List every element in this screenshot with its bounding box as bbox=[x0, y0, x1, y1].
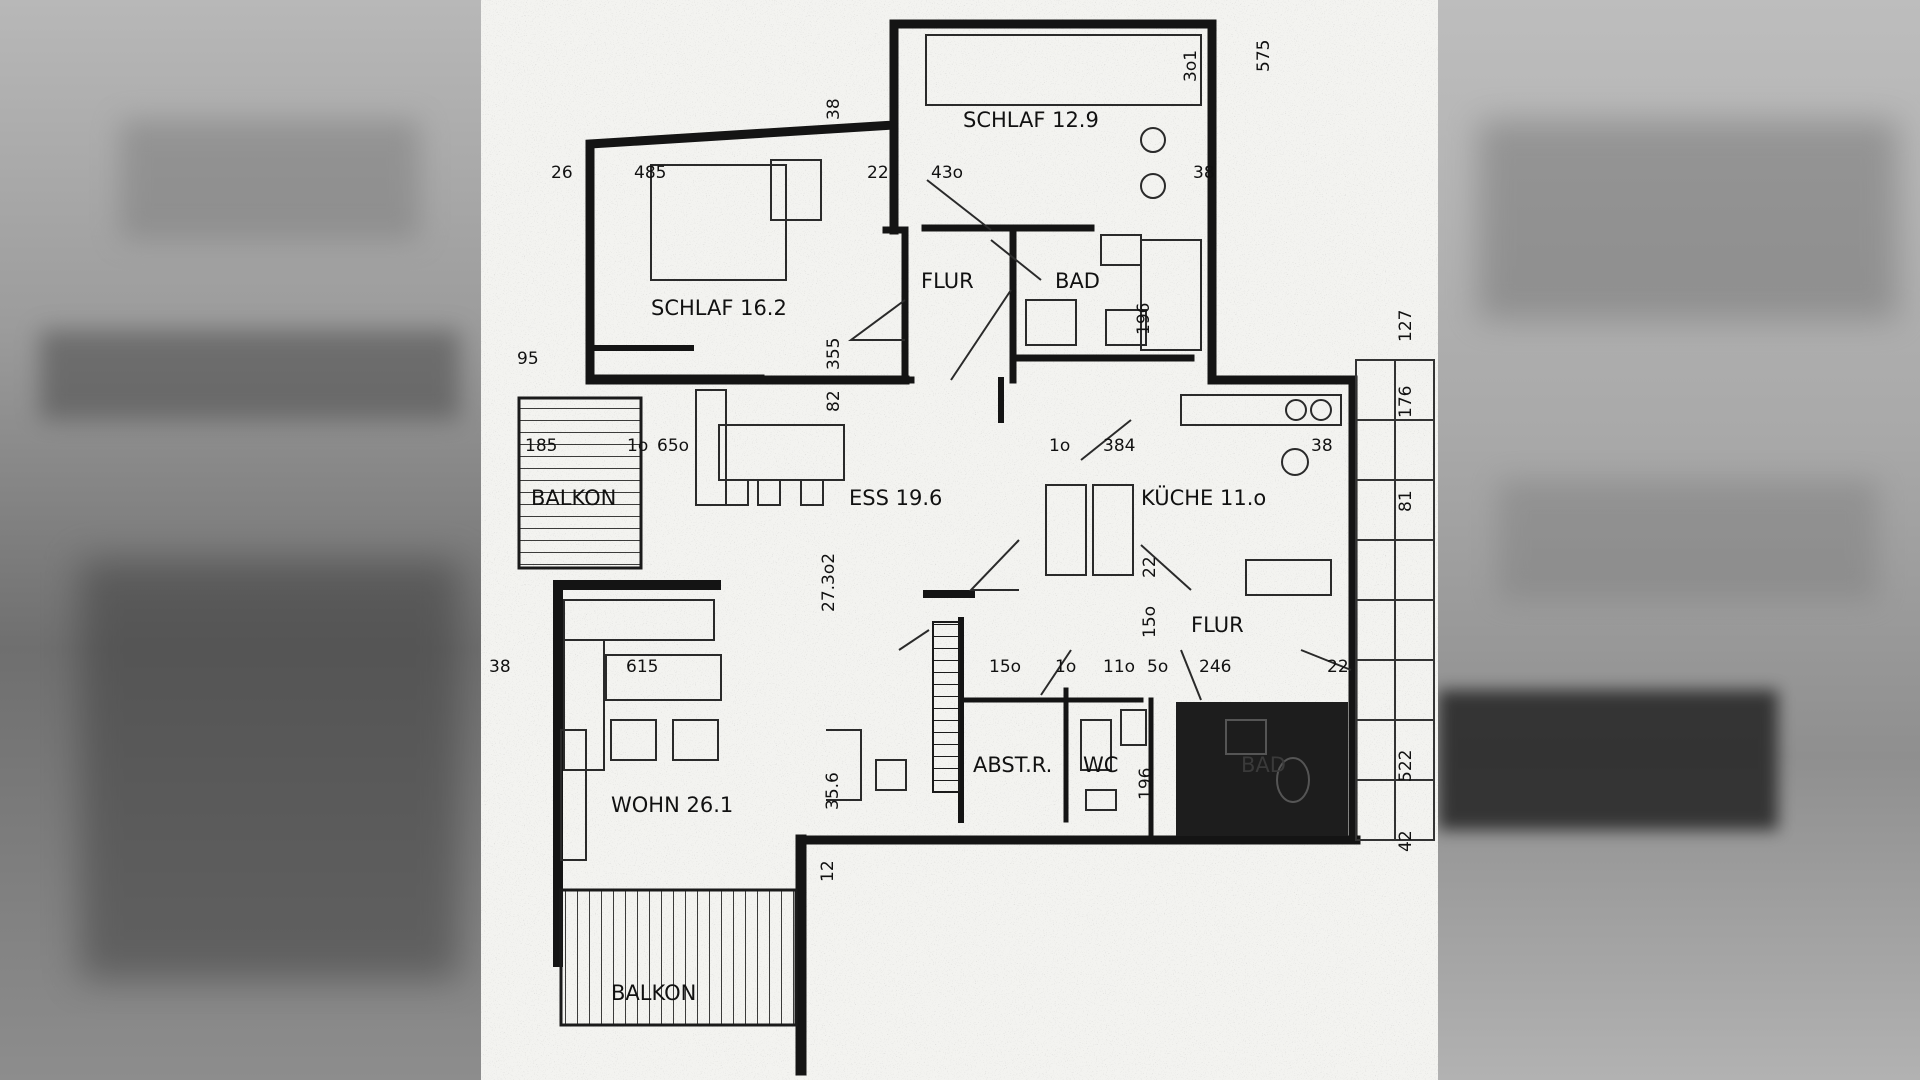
dim-42: 42 bbox=[1396, 830, 1416, 852]
dim-81: 81 bbox=[1396, 490, 1416, 512]
dim-3o1: 3o1 bbox=[1181, 50, 1201, 82]
label-schlaf-12-9: SCHLAF 12.9 bbox=[963, 108, 1099, 132]
dim-575: 575 bbox=[1254, 40, 1274, 72]
dim-95: 95 bbox=[517, 349, 539, 369]
dim-384: 384 bbox=[1103, 436, 1135, 456]
dim-1o: 1o bbox=[627, 436, 648, 456]
blurred-background-left bbox=[0, 0, 481, 1080]
dim-22-right: 22 bbox=[1327, 657, 1349, 677]
dim-27-302: 27.3o2 bbox=[819, 553, 839, 612]
dim-1o-b: 1o bbox=[1049, 436, 1070, 456]
dim-43o: 43o bbox=[931, 163, 963, 183]
dim-35-6: 35.6 bbox=[823, 772, 843, 810]
balkon-2-area bbox=[561, 890, 796, 1025]
dim-11o: 11o bbox=[1103, 657, 1135, 677]
label-kueche: KÜCHE 11.o bbox=[1141, 485, 1266, 510]
dim-196: 196 bbox=[1136, 768, 1156, 800]
dim-246: 246 bbox=[1199, 657, 1231, 677]
blurred-shape bbox=[1478, 120, 1898, 320]
dim-22-top: 22 bbox=[867, 163, 889, 183]
label-flur-2: FLUR bbox=[1191, 613, 1244, 637]
door-swings bbox=[847, 179, 1352, 701]
blurred-shape bbox=[40, 330, 460, 420]
label-schlaf-16-2: SCHLAF 16.2 bbox=[651, 296, 787, 320]
balkon-1-area bbox=[519, 398, 641, 568]
dim-82: 82 bbox=[824, 390, 844, 412]
floor-plan: SCHLAF 12.9 SCHLAF 16.2 FLUR BAD ESS 19.… bbox=[481, 0, 1438, 1080]
dim-65o: 65o bbox=[657, 436, 689, 456]
dim-127: 127 bbox=[1396, 310, 1416, 342]
dim-38-left: 38 bbox=[489, 657, 511, 677]
walls bbox=[553, 19, 1361, 1076]
dim-615: 615 bbox=[626, 657, 658, 677]
dim-485: 485 bbox=[634, 163, 666, 183]
label-bad-1: BAD bbox=[1055, 269, 1100, 293]
terrace-grid bbox=[1355, 359, 1435, 841]
dim-38-right: 38 bbox=[1193, 163, 1215, 183]
dim-38-kueche: 38 bbox=[1311, 436, 1333, 456]
blurred-shape bbox=[1438, 690, 1778, 830]
dim-176: 176 bbox=[1396, 386, 1416, 418]
balkon-2-frame bbox=[559, 888, 798, 1027]
dim-5o: 5o bbox=[1147, 657, 1168, 677]
label-balkon-2: BALKON bbox=[611, 981, 696, 1005]
dim-12: 12 bbox=[818, 860, 838, 882]
label-bad-2: BAD bbox=[1241, 753, 1286, 777]
label-abstr: ABST.R. bbox=[973, 753, 1052, 777]
bad-dark-fill bbox=[1176, 702, 1348, 836]
dim-15o: 15o bbox=[989, 657, 1021, 677]
balkon-1-frame bbox=[517, 396, 643, 570]
dim-15o-v: 15o bbox=[1140, 606, 1160, 638]
dim-522: 522 bbox=[1396, 750, 1416, 782]
furniture bbox=[560, 34, 1342, 861]
blurred-shape bbox=[120, 120, 420, 240]
label-wohn: WOHN 26.1 bbox=[611, 793, 733, 817]
dim-1o-c: 1o bbox=[1055, 657, 1076, 677]
label-wc: WC bbox=[1083, 753, 1118, 777]
duct-hatched bbox=[932, 621, 960, 793]
blurred-background-right bbox=[1438, 0, 1920, 1080]
bad-fixtures bbox=[1225, 719, 1310, 803]
dim-355: 355 bbox=[824, 338, 844, 370]
dim-22-mid: 22 bbox=[1140, 556, 1160, 578]
dim-185: 185 bbox=[525, 436, 557, 456]
blurred-shape bbox=[80, 560, 460, 980]
label-balkon-1: BALKON bbox=[531, 486, 616, 510]
dim-196-b: 196 bbox=[1134, 303, 1154, 335]
dim-38-top: 38 bbox=[824, 98, 844, 120]
blurred-shape bbox=[1498, 480, 1878, 600]
dim-26: 26 bbox=[551, 163, 573, 183]
label-ess: ESS 19.6 bbox=[849, 486, 942, 510]
label-flur-1: FLUR bbox=[921, 269, 974, 293]
